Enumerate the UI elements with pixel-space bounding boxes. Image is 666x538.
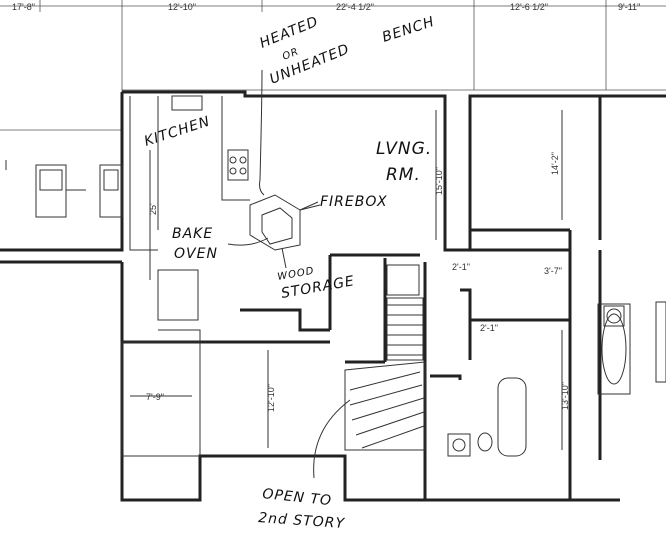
note-kitchen: KITCHEN bbox=[142, 113, 212, 149]
dim-top-3: 22'-4 1/2" bbox=[336, 2, 374, 12]
dim-3-7: 3'-7" bbox=[544, 266, 562, 276]
dim-center-depth: 12'-10" bbox=[266, 384, 276, 412]
interior-dimension-lines bbox=[149, 110, 563, 450]
dim-2-1-b: 2'-1" bbox=[480, 323, 498, 333]
interior-walls bbox=[122, 228, 602, 500]
note-living-1: LVNG. bbox=[376, 139, 432, 159]
exterior-walls bbox=[0, 90, 666, 502]
fireplace bbox=[249, 194, 321, 251]
porch-bench bbox=[5, 160, 123, 218]
note-bench: BENCH bbox=[380, 14, 437, 46]
note-unheated: UNHEATED bbox=[268, 41, 353, 88]
dim-right-room-depth: 14'-2" bbox=[550, 152, 560, 175]
dim-living-depth: 15'-10" bbox=[434, 167, 444, 195]
staircase bbox=[344, 264, 426, 451]
note-second-story: 2nd STORY bbox=[258, 510, 346, 532]
dim-bath-depth: 13'-10" bbox=[560, 382, 570, 410]
note-open-to: OPEN TO bbox=[262, 486, 333, 509]
top-dimension-line bbox=[0, 0, 666, 131]
note-firebox: FIREBOX bbox=[320, 194, 388, 210]
bath-fixtures bbox=[447, 301, 666, 457]
dim-top-1: 17'-8" bbox=[12, 2, 35, 12]
note-living-2: RM. bbox=[386, 165, 421, 185]
dim-top-2: 12'-10" bbox=[168, 2, 196, 12]
dim-2-1-a: 2'-1" bbox=[452, 262, 470, 272]
note-oven: OVEN bbox=[174, 246, 218, 262]
note-leader-lines bbox=[227, 69, 351, 479]
kitchen-counters bbox=[129, 95, 250, 342]
dim-kitchen-depth: 25' bbox=[148, 203, 158, 215]
dim-top-4: 12'-6 1/2" bbox=[510, 2, 548, 12]
garage-room bbox=[121, 341, 201, 457]
dim-garage-width: 7'-9" bbox=[146, 392, 164, 402]
note-heated: HEATED bbox=[258, 14, 322, 52]
dim-top-5: 9'-11" bbox=[618, 2, 640, 12]
note-bake: BAKE bbox=[172, 226, 213, 242]
